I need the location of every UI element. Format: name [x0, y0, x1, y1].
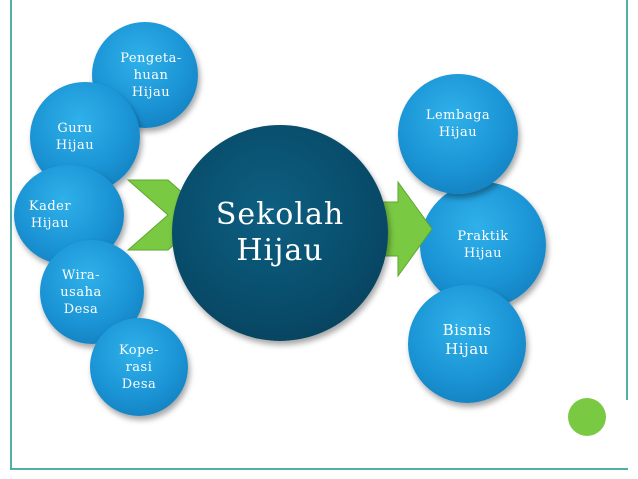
node-label: Kope- rasi Desa [118, 342, 160, 392]
frame-left-border [10, 0, 12, 470]
node-koperasi-desa: Kope- rasi Desa [90, 318, 188, 416]
node-label: Wira- usaha Desa [60, 267, 102, 317]
node-label: Guru Hijau [55, 121, 95, 153]
node-label: Lembaga Hijau [425, 108, 491, 140]
node-label: Praktik Hijau [457, 229, 509, 261]
node-label: Bisnis Hijau [442, 321, 492, 358]
node-label: Kader Hijau [28, 199, 72, 231]
green-dot-decoration [568, 398, 606, 436]
node-sekolah-hijau-center: Sekolah Hijau [172, 125, 388, 341]
frame-right-border [626, 0, 628, 400]
node-label: Pengeta- huan Hijau [120, 50, 182, 100]
frame-bottom-border [10, 468, 628, 470]
center-label: Sekolah Hijau [215, 197, 345, 268]
node-bisnis-hijau: Bisnis Hijau [408, 285, 526, 403]
node-lembaga-hijau: Lembaga Hijau [398, 74, 518, 194]
